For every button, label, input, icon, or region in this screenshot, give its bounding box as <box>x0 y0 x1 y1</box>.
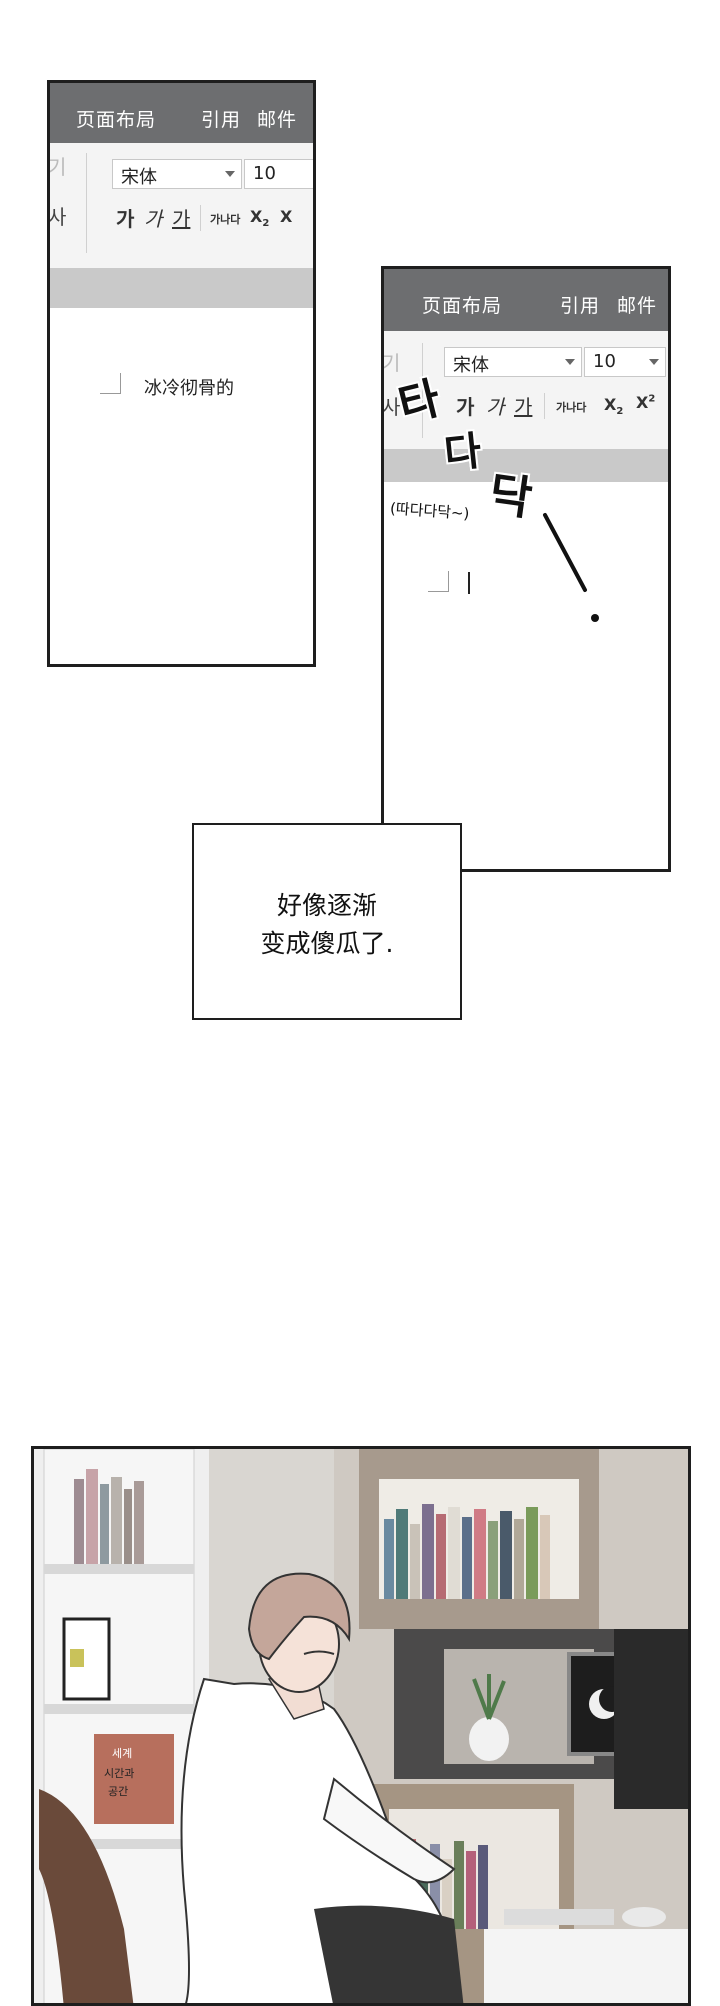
sfx-typing-da: 다 <box>442 428 484 478</box>
toolbar-divider <box>544 393 545 419</box>
toolbar-divider <box>86 153 87 253</box>
font-name-select[interactable]: 宋体 <box>444 347 582 377</box>
paragraph-corner-mark <box>428 571 449 592</box>
font-name-select[interactable]: 宋体 <box>112 159 242 189</box>
desk <box>484 1929 688 2003</box>
room-illustration: 세계 시간과 공간 <box>34 1449 688 2003</box>
shelf-sign-text: 공간 <box>108 1785 128 1798</box>
strikethrough-button[interactable]: 가나다 <box>556 401 587 414</box>
menu-tab-references[interactable]: 引用 <box>560 295 601 317</box>
man-at-desk <box>180 1572 464 2003</box>
vase <box>469 1717 509 1761</box>
underline-button[interactable]: 가 <box>514 395 533 419</box>
computer-monitor <box>614 1629 688 1809</box>
ribbon-toolbar: 기 사 宋体 10 가 가 가 가나다 X2 X2 <box>384 331 668 449</box>
sfx-emphasis-lines <box>543 513 599 622</box>
keyboard <box>504 1909 614 1925</box>
books-right-top <box>384 1504 550 1599</box>
word-window-panel-2: 页面布局 引用 邮件 기 사 宋体 10 가 가 가 가나다 X2 X2 <box>381 266 671 872</box>
narration-caption-box: 好像逐渐 变成傻瓜了. <box>192 823 462 1020</box>
word-window-panel-1: 页面布局 引用 邮件 기 사 宋体 10 가 가 가 가나다 X2 X 冰冷彻骨… <box>47 80 316 667</box>
ribbon-menu-bar: 页面布局 引用 邮件 <box>384 269 668 331</box>
books-left-top <box>74 1469 144 1564</box>
strikethrough-button[interactable]: 가나다 <box>210 213 241 226</box>
ruler-strip <box>384 449 668 482</box>
shelf-sign <box>94 1734 174 1824</box>
superscript-button[interactable]: X2 <box>636 393 656 412</box>
toolbar-divider <box>422 343 423 438</box>
font-size-select[interactable]: 10 <box>244 159 313 189</box>
superscript-button[interactable]: X <box>280 207 293 226</box>
shelf-sign-text: 세계 <box>112 1747 132 1760</box>
subscript-button[interactable]: X2 <box>604 395 624 418</box>
chair <box>39 1789 134 2003</box>
toolbar-divider <box>200 205 201 231</box>
font-size-select[interactable]: 10 <box>584 347 666 377</box>
mouse <box>622 1907 666 1927</box>
document-text: 冰冷彻骨的 <box>144 378 234 399</box>
ruler-strip <box>50 268 313 308</box>
caption-line-2: 变成傻瓜了. <box>260 929 394 958</box>
italic-button[interactable]: 가 <box>144 207 163 231</box>
toolbar-fragment-label: 사 <box>382 395 401 419</box>
toolbar-fragment-label: 기 <box>48 155 67 179</box>
underline-button[interactable]: 가 <box>172 207 191 231</box>
subscript-button[interactable]: X2 <box>250 207 270 230</box>
menu-tab-mailings[interactable]: 邮件 <box>617 295 658 317</box>
menu-tab-references[interactable]: 引用 <box>201 109 242 131</box>
ribbon-menu-bar: 页面布局 引用 邮件 <box>50 83 313 143</box>
bold-button[interactable]: 가 <box>456 395 475 419</box>
shelf-sign-text: 시간과 <box>104 1767 134 1780</box>
chevron-down-icon <box>225 171 235 177</box>
caption-line-1: 好像逐渐 <box>276 891 377 920</box>
illustration-panel-man-at-desk: 세계 시간과 공간 <box>31 1446 691 2006</box>
paragraph-corner-mark <box>100 373 121 394</box>
italic-button[interactable]: 가 <box>486 395 505 419</box>
menu-tab-mailings[interactable]: 邮件 <box>257 109 298 131</box>
chevron-down-icon <box>565 359 575 365</box>
menu-tab-page-layout[interactable]: 页面布局 <box>422 295 503 317</box>
toolbar-fragment-label: 기 <box>382 351 401 375</box>
menu-tab-page-layout[interactable]: 页面布局 <box>76 109 157 131</box>
ribbon-toolbar: 기 사 宋体 10 가 가 가 가나다 X2 X <box>50 143 313 268</box>
text-cursor <box>468 572 470 594</box>
chevron-down-icon <box>649 359 659 365</box>
bold-button[interactable]: 가 <box>116 207 135 231</box>
toolbar-fragment-label: 사 <box>48 205 67 229</box>
